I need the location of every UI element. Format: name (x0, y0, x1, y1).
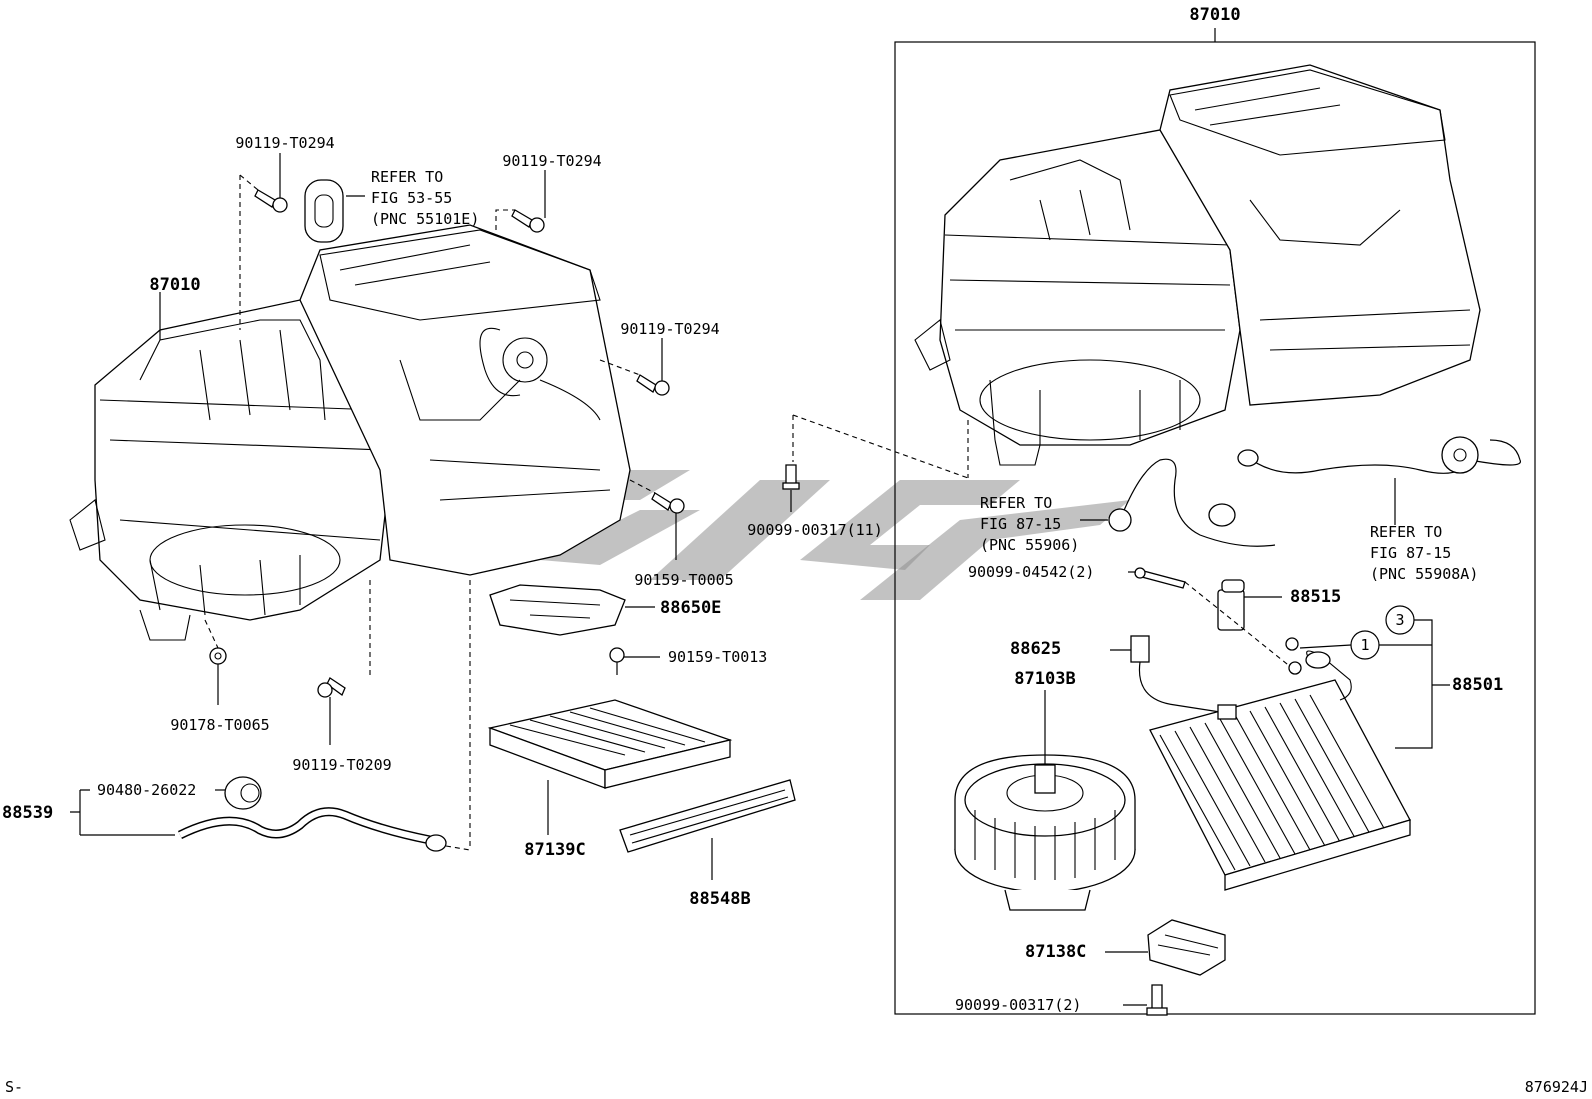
drain-hose-part (177, 807, 471, 852)
screw-icon (254, 189, 288, 213)
label-refer-a-line3: (PNC 55101E) (371, 210, 479, 228)
label-resistor: 87138C (1025, 942, 1086, 962)
screw-icon (511, 209, 545, 233)
nut-icon (209, 647, 227, 665)
evaporator-part (1149, 637, 1411, 891)
label-refer-a-line2: FIG 53-55 (371, 189, 452, 207)
label-screw-b: 90119-T0294 (502, 152, 601, 170)
label-filter-cover: 88548B (689, 889, 750, 909)
label-screw-c: 90119-T0294 (620, 320, 719, 338)
part-labels: 87010 87010 90119-T0294 90119-T0294 9011… (2, 5, 1588, 1096)
screw-icon (609, 647, 660, 675)
screw-icon (1123, 984, 1168, 1016)
hvac-unit-left (69, 224, 631, 641)
label-assy-left: 87010 (149, 275, 200, 295)
filter-cover-part (619, 779, 796, 880)
label-screw-d: 90159-T0005 (634, 571, 733, 589)
label-filter: 87139C (524, 840, 585, 860)
screw-icon (782, 464, 800, 490)
label-blower-motor: 87103B (1014, 669, 1075, 689)
assembly-frame (894, 28, 1536, 1015)
label-refer-b-line3: (PNC 55906) (980, 536, 1079, 554)
callout-number: 1 (1360, 636, 1369, 654)
sensor-wire-part (1237, 436, 1521, 525)
label-screw-g: 90119-T0209 (292, 756, 391, 774)
expansion-valve-part (1184, 579, 1293, 669)
label-bolt: 90099-04542(2) (968, 563, 1094, 581)
label-corner-left: S- (5, 1078, 23, 1096)
label-valve: 88515 (1290, 587, 1341, 607)
label-evaporator: 88501 (1452, 675, 1503, 695)
label-assy-top: 87010 (1189, 5, 1240, 25)
label-refer-a-line1: REFER TO (371, 168, 443, 186)
bolt-icon (1128, 567, 1186, 589)
leader-lines-right (790, 414, 969, 512)
leader-lines-left (159, 153, 677, 850)
label-refer-b-line2: FIG 87-15 (980, 515, 1061, 533)
label-refer-b-line1: REFER TO (980, 494, 1052, 512)
sensor-wire-part (1080, 458, 1276, 547)
grommet-icon (215, 776, 262, 810)
resistor-part (1105, 919, 1226, 976)
callout-bracket (1299, 605, 1450, 749)
harness-part (1110, 635, 1237, 720)
hvac-unit-right (914, 64, 1481, 466)
label-figure-code: 876924J (1525, 1078, 1588, 1096)
amplifier-part (489, 584, 655, 636)
label-harness: 88625 (1010, 639, 1061, 659)
screw-icon (317, 677, 346, 698)
label-hose: 88539 (2, 803, 53, 823)
bracket-lines (70, 789, 175, 836)
label-screw-e: 90099-00317(11) (747, 521, 882, 539)
label-refer-c-line1: REFER TO (1370, 523, 1442, 541)
blower-motor-part (954, 690, 1136, 911)
label-refer-c-line2: FIG 87-15 (1370, 544, 1451, 562)
clip-icon (304, 179, 344, 243)
label-grommet: 90480-26022 (97, 781, 196, 799)
cabin-filter-part (487, 699, 733, 835)
screw-icon (651, 492, 685, 514)
label-screw-h: 90159-T0013 (668, 648, 767, 666)
screw-icon (636, 374, 670, 396)
label-screw-f: 90178-T0065 (170, 716, 269, 734)
callout-number: 3 (1395, 611, 1404, 629)
label-amp: 88650E (660, 598, 721, 618)
label-refer-c-line3: (PNC 55908A) (1370, 565, 1478, 583)
label-screw-i: 90099-00317(2) (955, 996, 1081, 1014)
label-screw-a: 90119-T0294 (235, 134, 334, 152)
